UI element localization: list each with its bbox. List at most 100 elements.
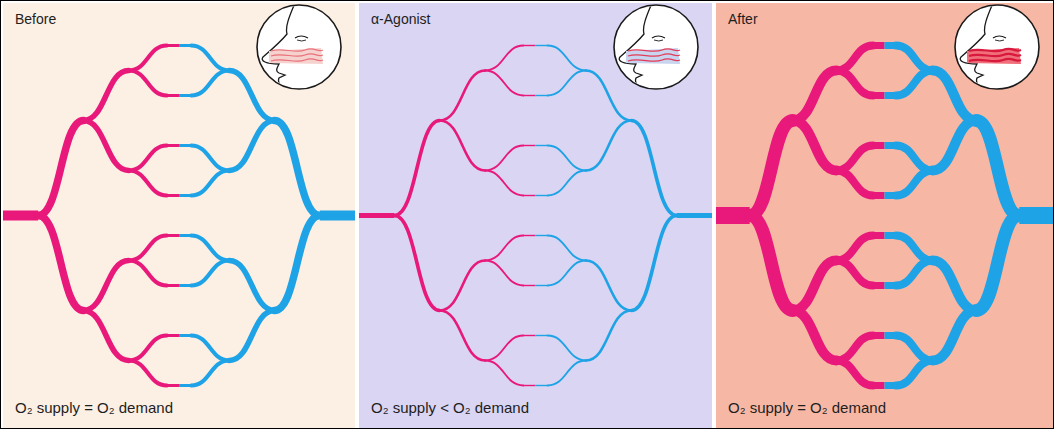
branch-vessel bbox=[191, 71, 229, 96]
main-vessel bbox=[3, 211, 38, 221]
branch-vessel bbox=[631, 121, 676, 216]
branch-vessel bbox=[896, 261, 933, 286]
eye-lid bbox=[995, 40, 1004, 41]
branch-vessel bbox=[548, 71, 586, 96]
capillary bbox=[167, 194, 179, 197]
eye bbox=[993, 36, 1006, 38]
branch-vessel bbox=[896, 236, 933, 261]
capillary bbox=[523, 385, 535, 386]
nasal-turbinate bbox=[969, 54, 1021, 57]
branch-vessel bbox=[793, 261, 836, 311]
panel-title: α-Agonist bbox=[371, 10, 430, 28]
branch-vessel bbox=[129, 71, 167, 96]
capillary bbox=[179, 144, 191, 147]
branch-vessel bbox=[129, 146, 167, 171]
branch-vessel bbox=[793, 71, 836, 121]
branch-vessel bbox=[586, 71, 631, 121]
capillary bbox=[523, 95, 535, 96]
branch-vessel bbox=[129, 261, 167, 286]
vessel-tree bbox=[536, 46, 713, 386]
branch-vessel bbox=[548, 361, 586, 386]
branch-vessel bbox=[229, 261, 274, 311]
vessel-illustration bbox=[3, 3, 355, 428]
branch-vessel bbox=[83, 121, 128, 171]
capillary bbox=[536, 335, 548, 336]
branch-vessel bbox=[631, 216, 676, 311]
capillary bbox=[885, 42, 897, 49]
capillary bbox=[523, 335, 535, 336]
branch-vessel bbox=[440, 71, 485, 121]
branch-vessel bbox=[440, 261, 485, 311]
capillary bbox=[873, 282, 885, 289]
eye-lid bbox=[297, 40, 306, 41]
branch-vessel bbox=[750, 216, 793, 311]
nasal-turbinate bbox=[628, 59, 680, 62]
branch-vessel bbox=[129, 336, 167, 361]
branch-vessel bbox=[129, 46, 167, 71]
eye bbox=[652, 36, 665, 38]
face-profile bbox=[960, 3, 1021, 93]
branch-vessel bbox=[548, 46, 586, 71]
capillary bbox=[873, 192, 885, 199]
branch-vessel bbox=[836, 71, 873, 96]
branch-vessel bbox=[793, 311, 836, 361]
branch-vessel bbox=[586, 261, 631, 311]
branch-vessel bbox=[191, 361, 229, 386]
capillary bbox=[885, 382, 897, 389]
capillary bbox=[536, 45, 548, 46]
capillary bbox=[167, 384, 179, 387]
capillary bbox=[873, 42, 885, 49]
branch-vessel bbox=[38, 216, 83, 311]
nasal-turbinate bbox=[271, 49, 323, 52]
branch-vessel bbox=[129, 361, 167, 386]
capillary bbox=[885, 92, 897, 99]
capillary bbox=[885, 192, 897, 199]
branch-vessel bbox=[394, 121, 439, 216]
capillary bbox=[873, 382, 885, 389]
nasal-turbinate bbox=[628, 49, 680, 52]
nasal-turbinate bbox=[271, 54, 323, 57]
branch-vessel bbox=[548, 261, 586, 286]
capillary bbox=[179, 334, 191, 337]
panel-title: After bbox=[728, 10, 758, 28]
branch-vessel bbox=[485, 71, 523, 96]
vessel-illustration bbox=[716, 3, 1053, 428]
branch-vessel bbox=[485, 46, 523, 71]
branch-vessel bbox=[896, 171, 933, 196]
capillary bbox=[536, 145, 548, 146]
profile-line bbox=[619, 3, 652, 93]
branch-vessel bbox=[485, 146, 523, 171]
face-profile bbox=[619, 3, 680, 93]
branch-vessel bbox=[129, 171, 167, 196]
branch-vessel bbox=[548, 336, 586, 361]
capillary bbox=[873, 332, 885, 339]
face-inset-circle bbox=[257, 5, 341, 89]
branch-vessel bbox=[229, 71, 274, 121]
eye bbox=[295, 36, 308, 38]
capillary bbox=[536, 385, 548, 386]
vessel-tree bbox=[179, 46, 355, 386]
branch-vessel bbox=[229, 121, 274, 171]
branch-vessel bbox=[83, 71, 128, 121]
branch-vessel bbox=[548, 146, 586, 171]
capillary bbox=[179, 384, 191, 387]
branch-vessel bbox=[440, 311, 485, 361]
profile-line bbox=[262, 3, 295, 93]
branch-vessel bbox=[896, 146, 933, 171]
branch-vessel bbox=[440, 121, 485, 171]
nasal-turbinate bbox=[969, 49, 1021, 52]
nasal-cavity bbox=[269, 48, 323, 64]
branch-vessel bbox=[275, 121, 320, 216]
capillary bbox=[523, 195, 535, 196]
capillary bbox=[523, 45, 535, 46]
branch-vessel bbox=[586, 311, 631, 361]
capillary bbox=[885, 142, 897, 149]
branch-vessel bbox=[976, 216, 1019, 311]
capillary bbox=[523, 145, 535, 146]
panel: BeforeO₂ supply = O₂ demand bbox=[3, 3, 355, 428]
branch-vessel bbox=[485, 236, 523, 261]
capillary bbox=[179, 284, 191, 287]
branch-vessel bbox=[933, 121, 976, 171]
branch-vessel bbox=[548, 236, 586, 261]
capillary bbox=[167, 94, 179, 97]
